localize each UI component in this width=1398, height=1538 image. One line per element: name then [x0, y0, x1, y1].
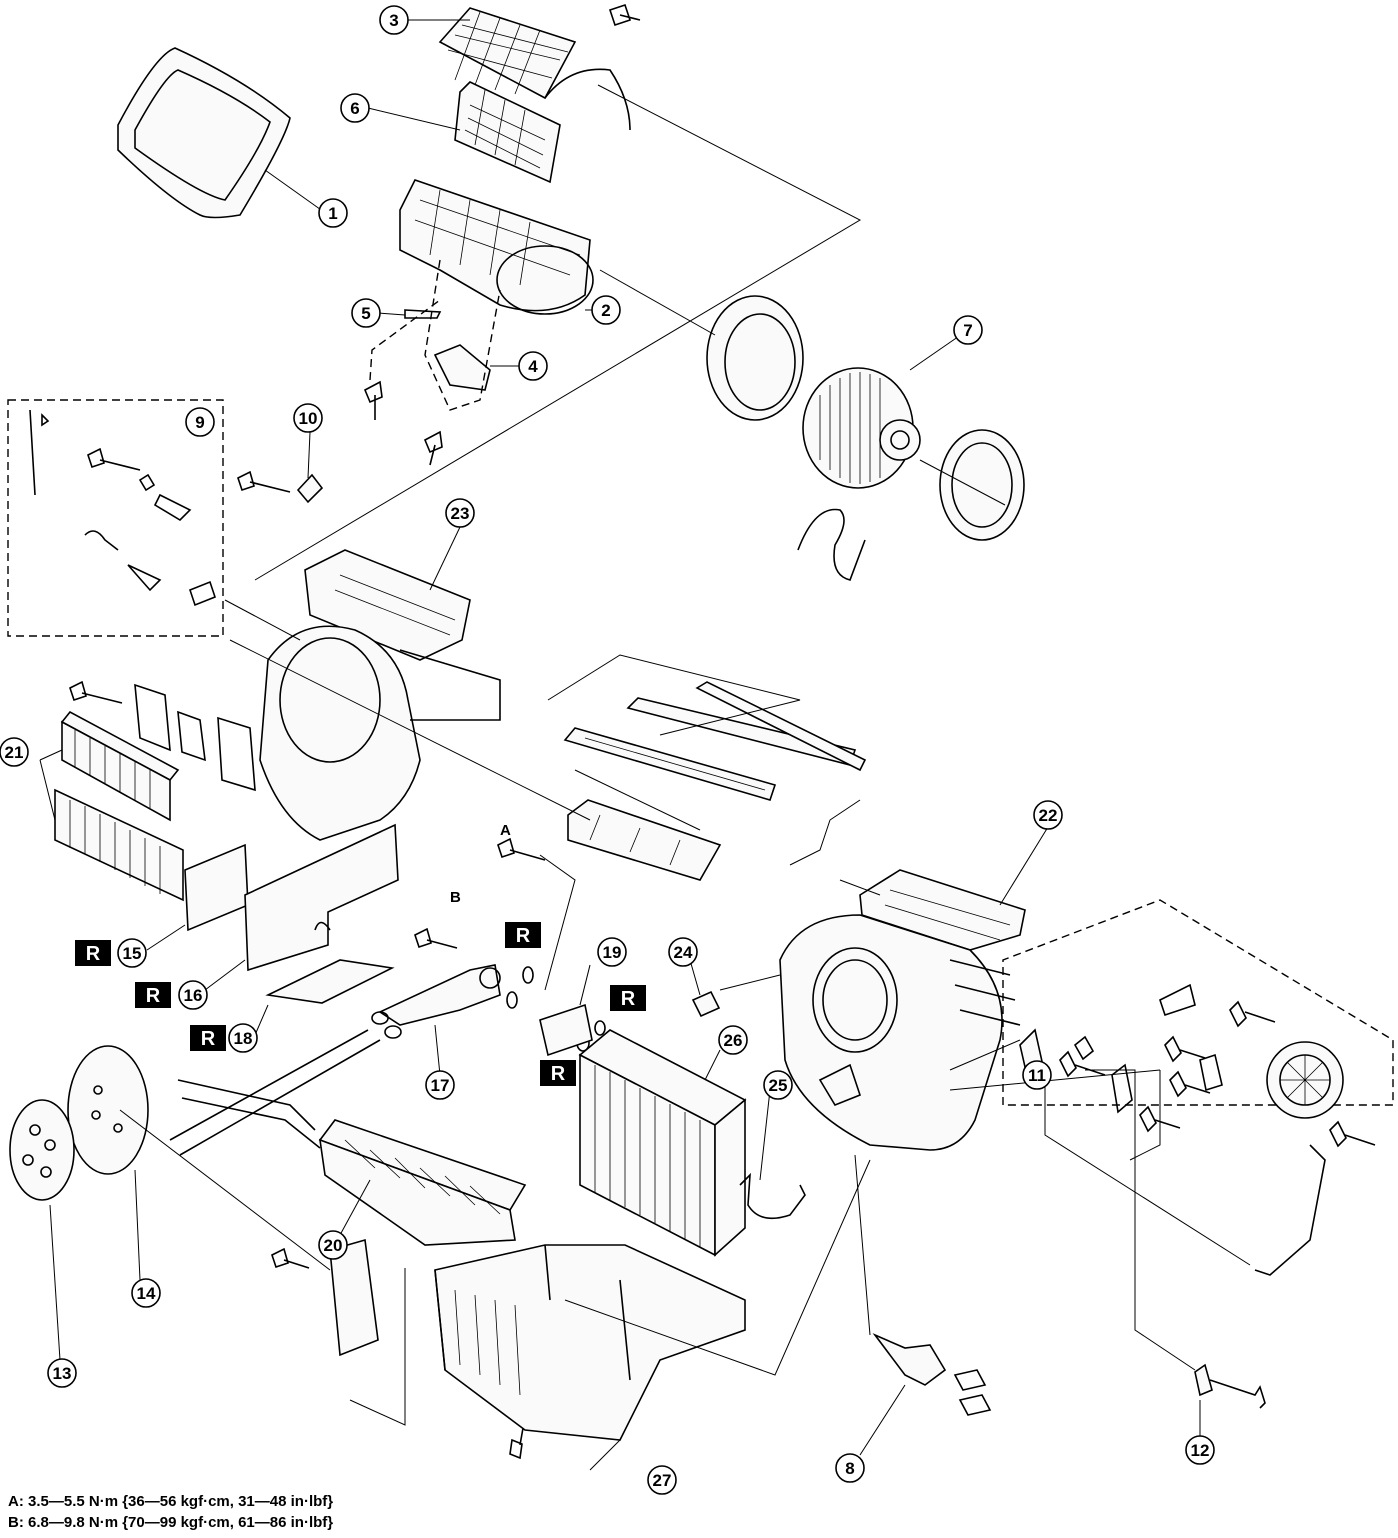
part-actuator-clip [296, 473, 324, 504]
torque-label-b: B [450, 889, 461, 906]
callout-11: 11 [1022, 1060, 1052, 1090]
callout-24: 24 [668, 937, 698, 967]
svg-text:19: 19 [603, 943, 622, 962]
svg-text:16: 16 [184, 986, 203, 1005]
part-filter-cover [438, 7, 631, 131]
part-link [433, 344, 491, 391]
torque-spec-a: A: 3.5—5.5 N·m {36—56 kgf·cm, 31—48 in·l… [8, 1493, 334, 1510]
part-lower-case [329, 1238, 746, 1441]
part-heater-core [177, 1079, 527, 1246]
svg-text:3: 3 [389, 11, 398, 30]
callout-27: 27 [647, 1465, 677, 1495]
svg-text:20: 20 [324, 1236, 343, 1255]
svg-text:18: 18 [234, 1029, 253, 1048]
svg-text:7: 7 [963, 321, 972, 340]
svg-text:1: 1 [328, 204, 337, 223]
callout-5: 5 [351, 298, 381, 328]
callout-20: 20 [318, 1230, 348, 1260]
part-intake-housing [399, 179, 594, 315]
part-doors [563, 681, 867, 881]
part-pipe-seals [9, 1045, 149, 1201]
part-blower-motor [706, 295, 1025, 581]
svg-text:8: 8 [845, 1459, 854, 1478]
callout-15: 15 [117, 938, 147, 968]
svg-text:R: R [621, 988, 636, 1010]
part-insulators [184, 823, 399, 1004]
svg-text:9: 9 [195, 413, 204, 432]
svg-text:21: 21 [5, 743, 24, 762]
part-seal [117, 47, 291, 219]
part-expansion-valve [539, 1003, 593, 1057]
callout-7: 7 [953, 315, 983, 345]
callout-6: 6 [340, 93, 370, 123]
part-evaporator [578, 1029, 747, 1257]
svg-text:10: 10 [299, 409, 318, 428]
callout-18: 18 [228, 1023, 258, 1053]
callout-10: 10 [293, 403, 323, 433]
callout-19: 19 [597, 937, 627, 967]
part-clip [691, 990, 721, 1018]
part-lever [404, 309, 442, 319]
callout-26: 26 [718, 1025, 748, 1055]
callout-13: 13 [47, 1358, 77, 1388]
part-harness [739, 1172, 806, 1220]
svg-text:25: 25 [769, 1076, 788, 1095]
svg-text:R: R [551, 1063, 566, 1085]
replace-badge: R [610, 985, 646, 1011]
svg-text:14: 14 [137, 1284, 156, 1303]
svg-text:17: 17 [431, 1076, 450, 1095]
callout-12: 12 [1185, 1435, 1215, 1465]
torque-label-a: A [500, 822, 511, 839]
replace-badge: R [75, 940, 111, 966]
svg-text:R: R [86, 943, 101, 965]
callout-3: 3 [379, 5, 409, 35]
callout-16: 16 [178, 980, 208, 1010]
svg-text:R: R [201, 1028, 216, 1050]
callout-25: 25 [763, 1070, 793, 1100]
svg-text:26: 26 [724, 1031, 743, 1050]
part-main-case [779, 869, 1026, 1151]
callout-1: 1 [318, 198, 348, 228]
svg-text:27: 27 [653, 1471, 672, 1490]
svg-text:13: 13 [53, 1364, 72, 1383]
svg-text:12: 12 [1191, 1441, 1210, 1460]
group-box-11 [1002, 899, 1394, 1106]
callout-9: 9 [185, 407, 215, 437]
svg-text:2: 2 [601, 301, 610, 320]
svg-text:6: 6 [350, 99, 359, 118]
part-actuator-8 [872, 1333, 992, 1416]
callout-8: 8 [835, 1453, 865, 1483]
part-upper-case [259, 549, 501, 841]
callout-4: 4 [518, 351, 548, 381]
svg-text:11: 11 [1028, 1066, 1046, 1085]
callout-2: 2 [591, 295, 621, 325]
callout-17: 17 [425, 1070, 455, 1100]
svg-text:15: 15 [123, 944, 142, 963]
svg-text:R: R [146, 985, 161, 1007]
svg-text:R: R [516, 925, 531, 947]
svg-text:4: 4 [528, 357, 538, 376]
part-air-filters [54, 683, 256, 902]
part-linkage-group [29, 409, 216, 607]
replace-badge: R [135, 982, 171, 1008]
callout-22: 22 [1033, 800, 1063, 830]
svg-text:5: 5 [361, 304, 370, 323]
part-filter-element [454, 81, 561, 184]
group-box-9 [7, 399, 224, 637]
replace-badge: R [190, 1025, 226, 1051]
svg-text:22: 22 [1039, 806, 1058, 825]
callout-21: 21 [0, 737, 29, 767]
callout-14: 14 [131, 1278, 161, 1308]
replace-badge: R [540, 1060, 576, 1086]
replace-badge: R [505, 922, 541, 948]
svg-text:23: 23 [451, 504, 470, 523]
part-clip-12 [1194, 1363, 1213, 1397]
torque-spec-b: B: 6.8—9.8 N·m {70—99 kgf·cm, 61—86 in·l… [8, 1514, 334, 1531]
svg-text:24: 24 [674, 943, 693, 962]
part-pipe [371, 964, 501, 1039]
callout-23: 23 [445, 498, 475, 528]
leader-lines [39, 19, 1251, 1471]
